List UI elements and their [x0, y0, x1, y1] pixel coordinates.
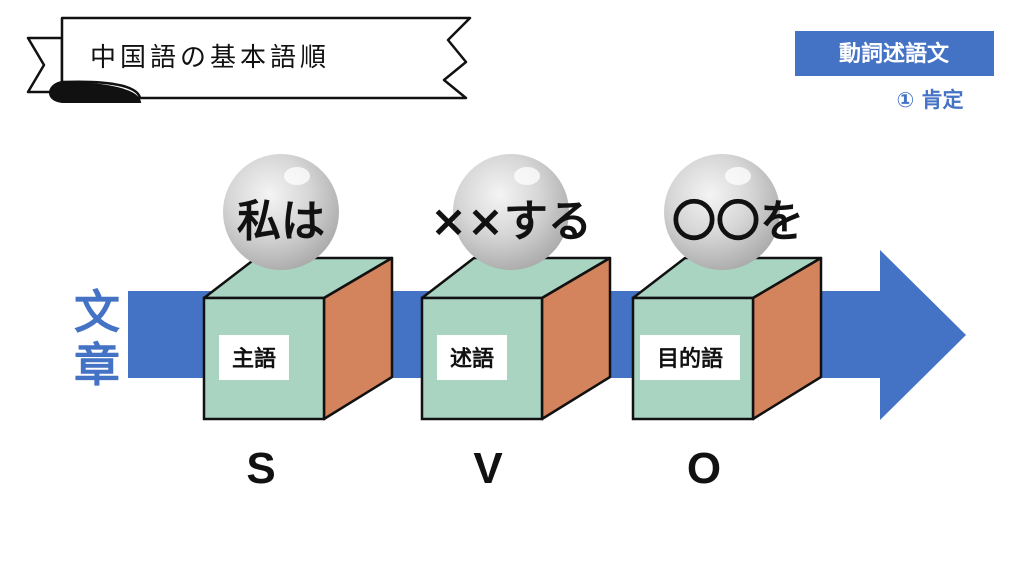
tag-label: 動詞述語文 — [839, 41, 950, 67]
role-letter: V — [473, 444, 503, 493]
title-ribbon: 中国語の基本語順 — [26, 16, 472, 103]
word-block-subject: 私は 主語 S — [202, 154, 394, 493]
role-label: 述語 — [450, 346, 494, 372]
role-label-bg — [219, 335, 289, 380]
role-label: 主語 — [232, 346, 276, 372]
word-block-predicate: ××する 述語 V — [420, 154, 612, 493]
sentence-type-tag: 動詞述語文 — [795, 31, 994, 76]
sphere-highlight — [514, 167, 540, 185]
ribbon-left-tail — [26, 36, 64, 94]
ribbon-body — [60, 16, 472, 100]
subtitle: ① 肯定 — [896, 88, 963, 112]
sphere-highlight — [725, 167, 751, 185]
block-phrase: 私は — [237, 196, 325, 247]
role-label: 目的語 — [657, 346, 723, 372]
page-title: 中国語の基本語順 — [90, 43, 330, 73]
role-letter: S — [246, 444, 275, 493]
sphere — [453, 154, 569, 270]
sphere — [664, 154, 780, 270]
role-label-bg — [640, 335, 740, 380]
block-phrase: ××する — [430, 196, 592, 247]
role-letter: O — [687, 444, 721, 493]
block-phrase: 〇〇を — [672, 196, 804, 247]
sphere — [223, 154, 339, 270]
ribbon-curl — [49, 80, 142, 103]
word-block-object: 〇〇を 目的語 O — [631, 154, 823, 493]
sphere-highlight — [284, 167, 310, 185]
axis-label-bottom: 章 — [74, 338, 120, 392]
tag-background — [795, 31, 994, 76]
role-label-bg — [437, 335, 507, 380]
axis-label-top: 文 — [74, 285, 120, 339]
